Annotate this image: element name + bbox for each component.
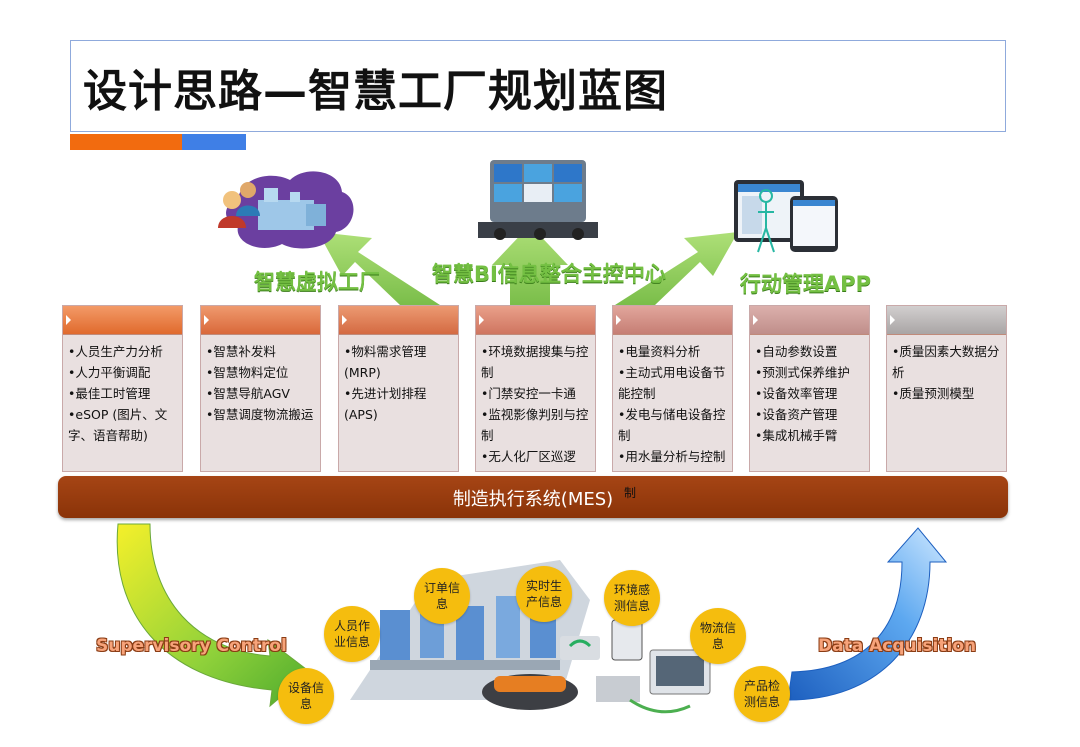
list-item: •eSOP (图片、文字、语音帮助): [68, 407, 168, 443]
acquisition-arrow: [787, 527, 948, 701]
column-header: [201, 306, 320, 335]
list-item: •最佳工时管理: [68, 386, 151, 401]
column-list: •人员生产力分析 •人力平衡调配 •最佳工时管理 •eSOP (图片、文字、语音…: [63, 335, 182, 446]
list-item: •无人化厂区巡逻: [481, 449, 576, 464]
list-item: •集成机械手臂: [755, 428, 838, 443]
list-item: •主动式用电设备节能控制: [618, 365, 726, 401]
column-header: [63, 306, 182, 335]
list-item: •物料需求管理(MRP): [344, 344, 427, 380]
list-item: •预测式保养维护: [755, 365, 850, 380]
accent-bar-orange: [70, 134, 182, 150]
list-item: •环境数据搜集与控制: [481, 344, 589, 380]
column-list: •自动参数设置 •预测式保养维护 •设备效率管理 •设备资产管理 •集成机械手臂: [750, 335, 869, 446]
list-item: •用水量分析与控制: [618, 449, 726, 464]
list-item: •设备效率管理: [755, 386, 838, 401]
column-list: •电量资料分析 •主动式用电设备节能控制 •发电与储电设备控制 •用水量分析与控…: [613, 335, 732, 467]
arrow-up-right: [615, 232, 738, 305]
column-energy: •电量资料分析 •主动式用电设备节能控制 •发电与储电设备控制 •用水量分析与控…: [612, 305, 733, 472]
label-virtual-factory: 智慧虚拟工厂: [254, 270, 380, 294]
column-header: [613, 306, 732, 335]
mes-overflow-text: 制: [624, 486, 637, 500]
list-item: •电量资料分析: [618, 344, 701, 359]
list-item: •智慧调度物流搬运: [206, 407, 314, 422]
list-item: •设备资产管理: [755, 407, 838, 422]
column-workforce: •人员生产力分析 •人力平衡调配 •最佳工时管理 •eSOP (图片、文字、语音…: [62, 305, 183, 472]
virtual-factory-illustration: [218, 171, 354, 249]
list-item: •门禁安控一卡通: [481, 386, 576, 401]
column-quality: •质量因素大数据分析 •质量预测模型: [886, 305, 1007, 472]
column-environment-security: •环境数据搜集与控制 •门禁安控一卡通 •监视影像判别与控制 •无人化厂区巡逻: [475, 305, 596, 472]
list-item: •监视影像判别与控制: [481, 407, 589, 443]
mobile-app-illustration: [734, 180, 838, 253]
column-planning: •物料需求管理(MRP) •先进计划排程(APS): [338, 305, 459, 472]
column-list: •质量因素大数据分析 •质量预测模型: [887, 335, 1006, 404]
column-header: [476, 306, 595, 335]
mes-label: 制造执行系统(MES): [452, 489, 614, 510]
label-bi-control-center: 智慧BI信息整合主控中心: [432, 262, 666, 286]
page-title: 设计思路—智慧工厂规划蓝图: [83, 66, 668, 117]
mes-bar: 制造执行系统(MES): [58, 476, 1008, 518]
column-logistics: •智慧补发料 •智慧物料定位 •智慧导航AGV •智慧调度物流搬运: [200, 305, 321, 472]
bubble-equipment-info: 设备信息: [278, 668, 334, 724]
label-mobile-app: 行动管理APP: [740, 272, 872, 296]
accent-bar-blue: [182, 134, 246, 150]
column-list: •智慧补发料 •智慧物料定位 •智慧导航AGV •智慧调度物流搬运: [201, 335, 320, 425]
bubble-realtime-production-info: 实时生产信息: [516, 566, 572, 622]
label-supervisory-control: Supervisory Control: [96, 636, 287, 656]
list-item: •人力平衡调配: [68, 365, 151, 380]
bubble-environment-sensing-info: 环境感测信息: [604, 570, 660, 626]
list-item: •发电与储电设备控制: [618, 407, 726, 443]
bubble-logistics-info: 物流信息: [690, 608, 746, 664]
bubble-product-inspection-info: 产品检测信息: [734, 666, 790, 722]
column-header: [339, 306, 458, 335]
arrow-up-center: [492, 225, 568, 305]
column-list: •物料需求管理(MRP) •先进计划排程(APS): [339, 335, 458, 425]
supervisory-arrow: [116, 523, 311, 708]
list-item: •智慧物料定位: [206, 365, 289, 380]
list-item: •先进计划排程(APS): [344, 386, 427, 422]
label-data-acquisition: Data Acquisition: [818, 636, 977, 656]
column-header: [887, 306, 1006, 335]
list-item: •质量因素大数据分析: [892, 344, 1000, 380]
list-item: •智慧补发料: [206, 344, 276, 359]
column-list: •环境数据搜集与控制 •门禁安控一卡通 •监视影像判别与控制 •无人化厂区巡逻: [476, 335, 595, 467]
arrow-up-left: [318, 232, 440, 305]
list-item: •自动参数设置: [755, 344, 838, 359]
list-item: •智慧导航AGV: [206, 386, 290, 401]
column-header: [750, 306, 869, 335]
list-item: •质量预测模型: [892, 386, 975, 401]
column-equipment: •自动参数设置 •预测式保养维护 •设备效率管理 •设备资产管理 •集成机械手臂: [749, 305, 870, 472]
control-center-illustration: [478, 160, 598, 240]
bubble-order-info: 订单信息: [414, 568, 470, 624]
list-item: •人员生产力分析: [68, 344, 163, 359]
bubble-staff-info: 人员作业信息: [324, 606, 380, 662]
title-box: 设计思路—智慧工厂规划蓝图: [70, 40, 1006, 132]
